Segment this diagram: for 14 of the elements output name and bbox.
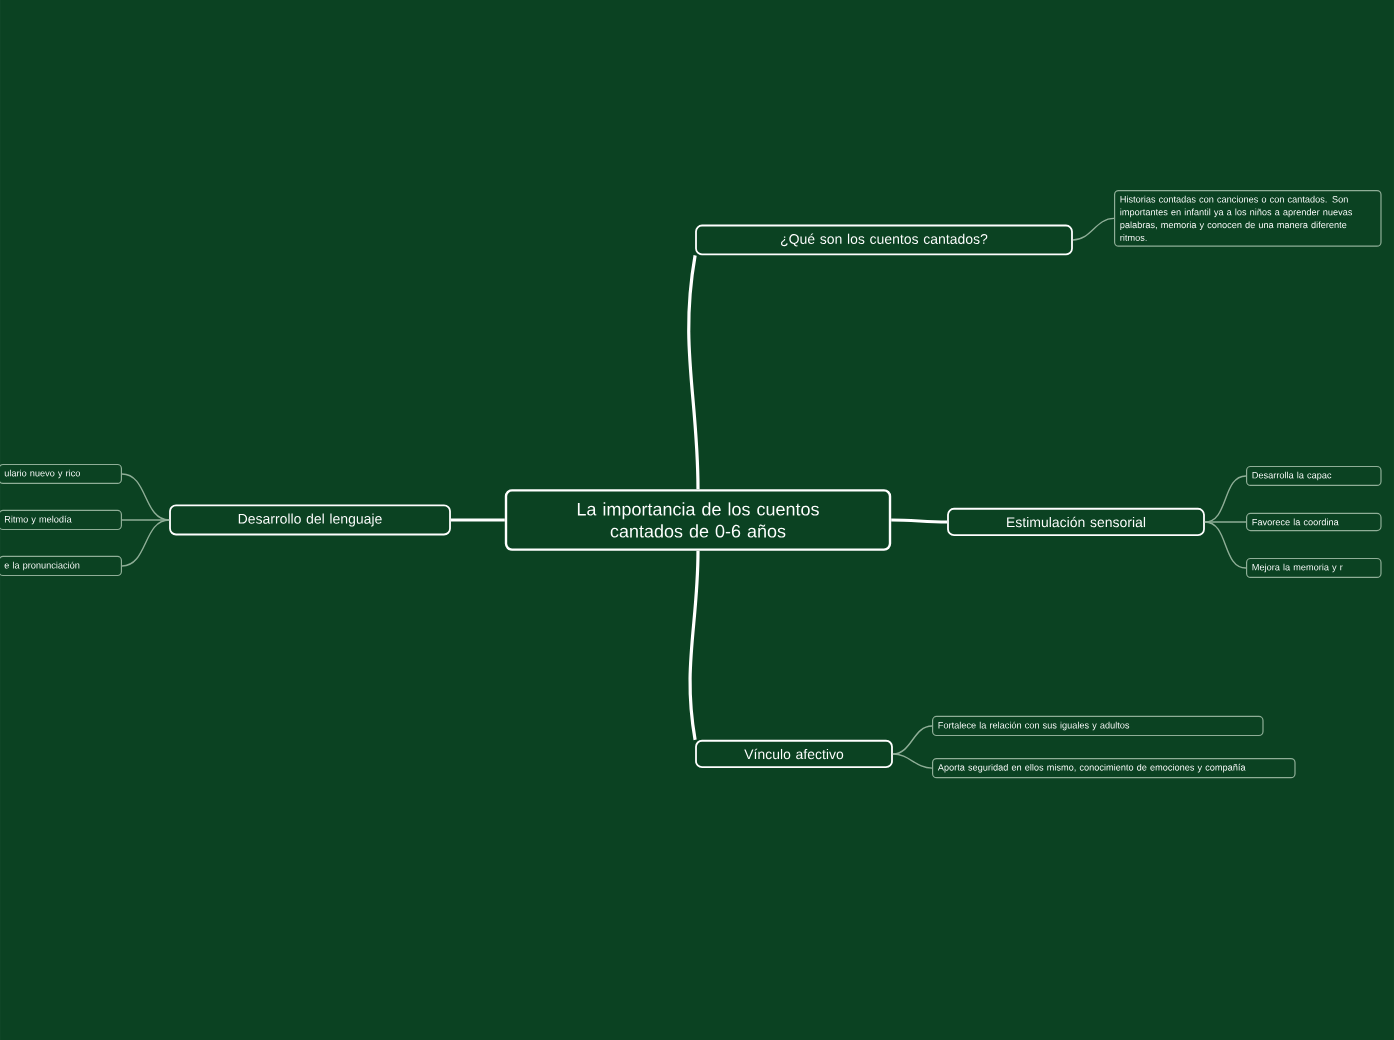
connector — [1204, 475, 1247, 523]
connector — [121, 519, 170, 567]
connector — [1204, 521, 1247, 523]
connector — [688, 550, 700, 741]
connector — [891, 518, 948, 524]
connector — [1204, 521, 1247, 569]
connector — [121, 473, 170, 521]
connector — [1072, 217, 1115, 241]
connector — [687, 255, 700, 490]
central-topic-box: La importancia de los cuentos cantados de 0-6 años — [504, 489, 892, 551]
connector — [892, 753, 933, 769]
connector — [892, 725, 933, 755]
connector — [450, 518, 505, 522]
connector — [121, 519, 170, 521]
